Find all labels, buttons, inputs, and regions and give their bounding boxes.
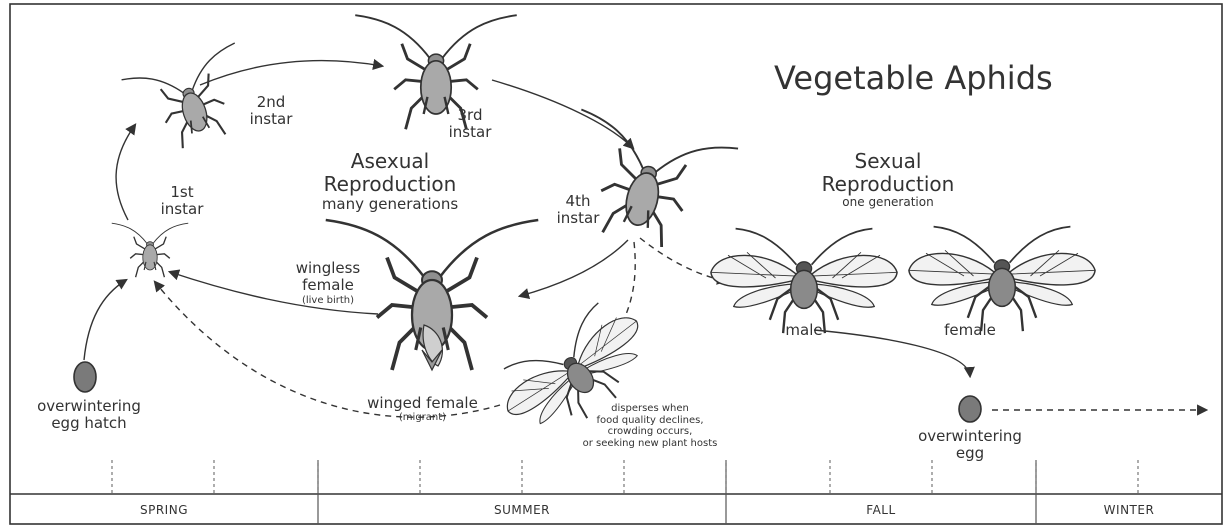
asexual-line3: many generations [280, 196, 500, 213]
label-male: male [776, 322, 832, 339]
label-wingless-female: wingless female (live birth) [280, 260, 376, 306]
label-third-instar: 3rd instar [430, 107, 510, 142]
sexual-line2: Reproduction [778, 173, 998, 196]
sexual-line3: one generation [778, 196, 998, 210]
sexual-reproduction-heading: Sexual Reproduction one generation [778, 150, 998, 210]
asexual-line1: Asexual [280, 150, 500, 173]
label-second-instar: 2nd instar [234, 94, 308, 129]
arrow-1st-to-2nd [116, 125, 135, 220]
label-female: female [934, 322, 1006, 339]
asexual-reproduction-heading: Asexual Reproduction many generations [280, 150, 500, 213]
first-instar-aphid [112, 223, 189, 277]
season-fall: FALL [726, 503, 1036, 517]
arrow-4th-to-wingless [520, 240, 628, 296]
label-overwintering-egg: overwintering egg [890, 428, 1050, 463]
asexual-line2: Reproduction [280, 173, 500, 196]
label-fourth-instar: 4th instar [538, 193, 618, 228]
label-egg-hatch: overwintering egg hatch [14, 398, 164, 433]
fourth-instar-aphid [554, 109, 738, 259]
sexual-line1: Sexual [778, 150, 998, 173]
arrow-3rd-to-4th [492, 80, 633, 148]
season-summer: SUMMER [318, 503, 726, 517]
season-winter: WINTER [1036, 503, 1222, 517]
overwintering-egg-fall [959, 396, 981, 422]
season-spring: SPRING [10, 503, 318, 517]
label-dispersal-note: disperses when food quality declines, cr… [560, 403, 740, 449]
overwintering-egg-spring [74, 362, 96, 392]
arrow-egg-to-1st [84, 280, 126, 360]
diagram-title: Vegetable Aphids [774, 60, 1053, 97]
arrow-2nd-to-3rd [200, 60, 382, 85]
label-winged-female: winged female (migrant) [340, 395, 505, 424]
male-aphid [711, 229, 897, 334]
female-aphid [909, 227, 1095, 332]
label-first-instar: 1st instar [142, 184, 222, 219]
